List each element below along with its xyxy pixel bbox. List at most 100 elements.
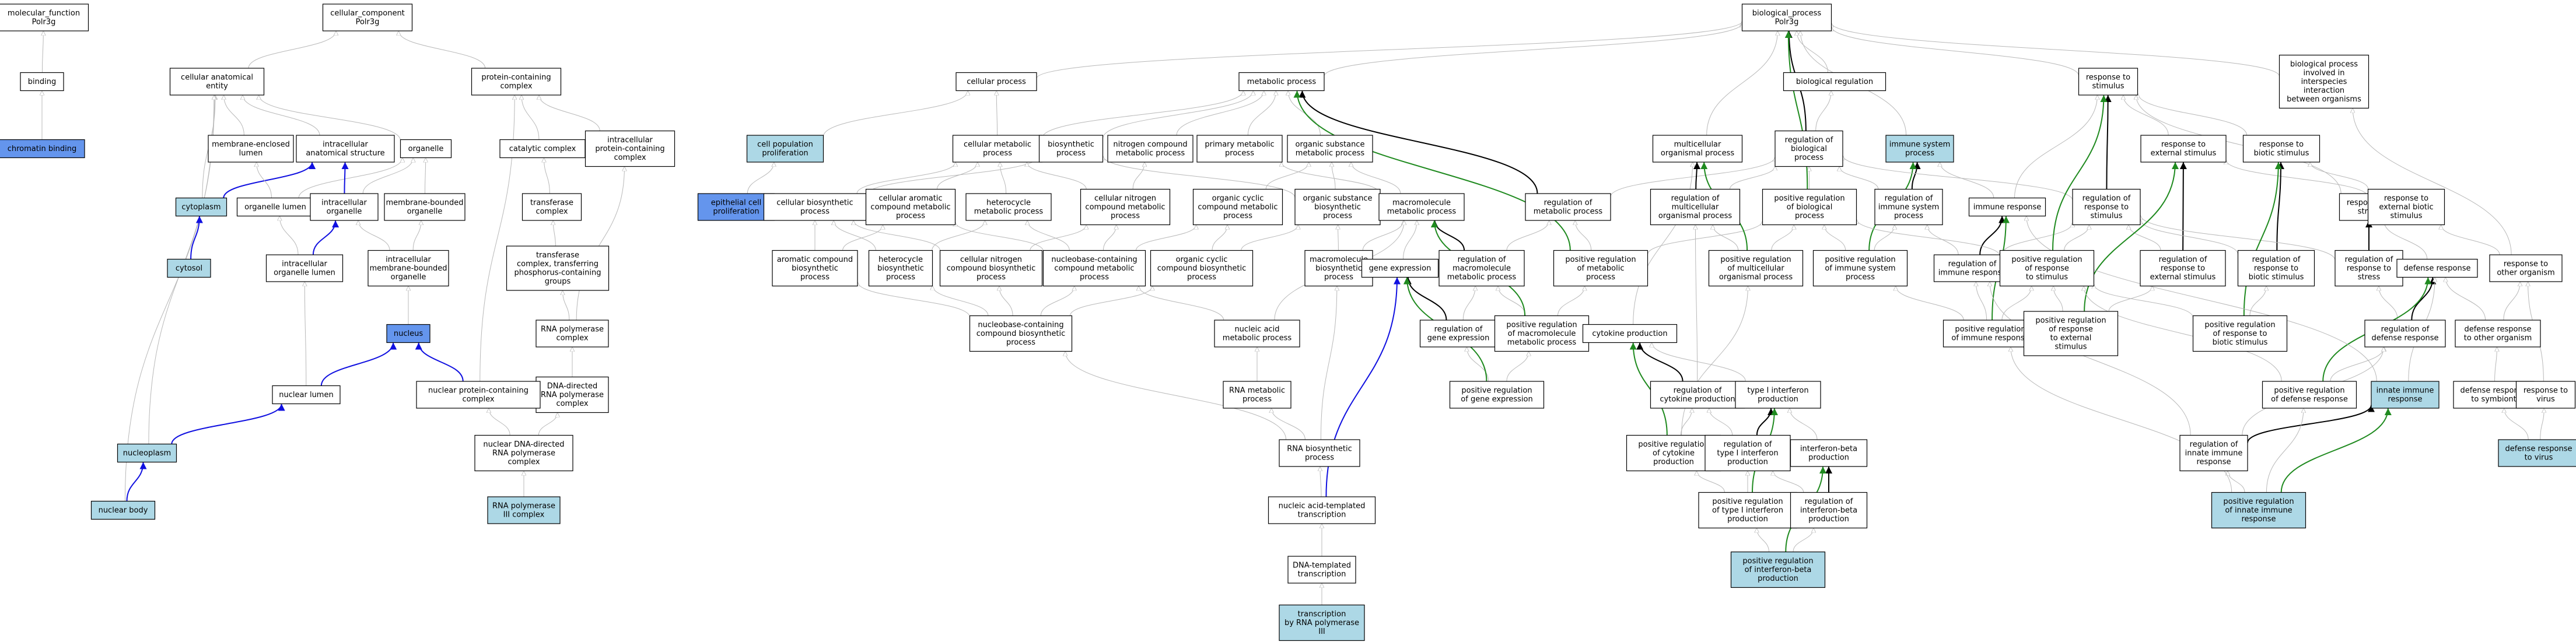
edge-gray [1065, 352, 1287, 440]
term-label-line: cellular process [967, 78, 1026, 86]
term-label-line: entity [206, 82, 228, 91]
term-label-line: Polr3g [32, 18, 56, 27]
term-box [208, 135, 294, 163]
term-label-line: positive regulation [1774, 194, 1845, 203]
term-label-line: III [1318, 627, 1325, 636]
term-label-line: regulation of [2190, 440, 2238, 449]
term-label-line: response to [2254, 264, 2298, 273]
term-label-line: process [977, 273, 1006, 282]
edge-gray [1558, 286, 1585, 316]
term-label-line: multicellular [1674, 141, 1721, 149]
term-label-line: positive regulation [1638, 440, 1709, 449]
edge-gray [243, 94, 320, 136]
edge-green [1629, 342, 1668, 436]
edge-gray [1709, 408, 1733, 436]
term-box [1812, 250, 1908, 287]
term-label-line: nuclear body [99, 506, 148, 515]
term-box [2489, 254, 2563, 282]
term-label-line: positive regulation [1742, 557, 1813, 566]
edge-gray [522, 95, 540, 140]
term-label-line: regulation of [1885, 194, 1933, 203]
term-label: metabolic process [1247, 78, 1317, 86]
term-label-line: cytoplasm [181, 203, 220, 212]
term-label-line: gene expression [1369, 264, 1432, 273]
edge-gray [933, 285, 989, 316]
edge-black [1979, 216, 2006, 255]
edge-gray [1793, 528, 1814, 552]
term-label-line: production [1653, 458, 1694, 466]
edge-gray [1030, 224, 1086, 251]
term-label-line: virus [2536, 395, 2555, 404]
term-label-line: biotic stimulus [2249, 273, 2304, 282]
edge-gray [2140, 215, 2336, 261]
term-label-line: regulation of [2252, 255, 2301, 264]
edge-gray [2064, 224, 2090, 251]
term-box [1107, 135, 1194, 163]
term-box [1279, 439, 1360, 467]
term-box [1790, 492, 1868, 529]
term-label-line: heterocycle [986, 199, 1031, 208]
term-label-line: interferon-beta [1800, 445, 1857, 454]
term-label-line: organismal process [1719, 273, 1793, 282]
go-term-defense-response: defense response [2396, 258, 2478, 278]
term-box [1419, 320, 1497, 348]
edge-black [2276, 162, 2284, 251]
edge-gray [2001, 286, 2032, 321]
term-box [536, 376, 609, 413]
edge-gray [2503, 282, 2520, 321]
term-box [522, 193, 582, 221]
term-label-line: process [1846, 273, 1875, 282]
term-label-line: to stimulus [2026, 273, 2068, 282]
term-label-line: nucleic acid-templated [1279, 502, 1366, 511]
term-label-line: process [800, 273, 830, 282]
edge-gray [1839, 166, 1879, 190]
term-label-line: positive regulation [1720, 255, 1791, 264]
edge-gray [1241, 224, 1298, 251]
term-label-line: biotic stimulus [2213, 338, 2268, 347]
term-label-line: cellular aromatic [878, 194, 942, 203]
term-label-line: of immune response [1951, 334, 2029, 343]
term-box [2364, 320, 2446, 348]
term-box [167, 258, 211, 278]
edge-gray [538, 412, 557, 436]
term-label-line: regulation of [1458, 255, 1506, 264]
